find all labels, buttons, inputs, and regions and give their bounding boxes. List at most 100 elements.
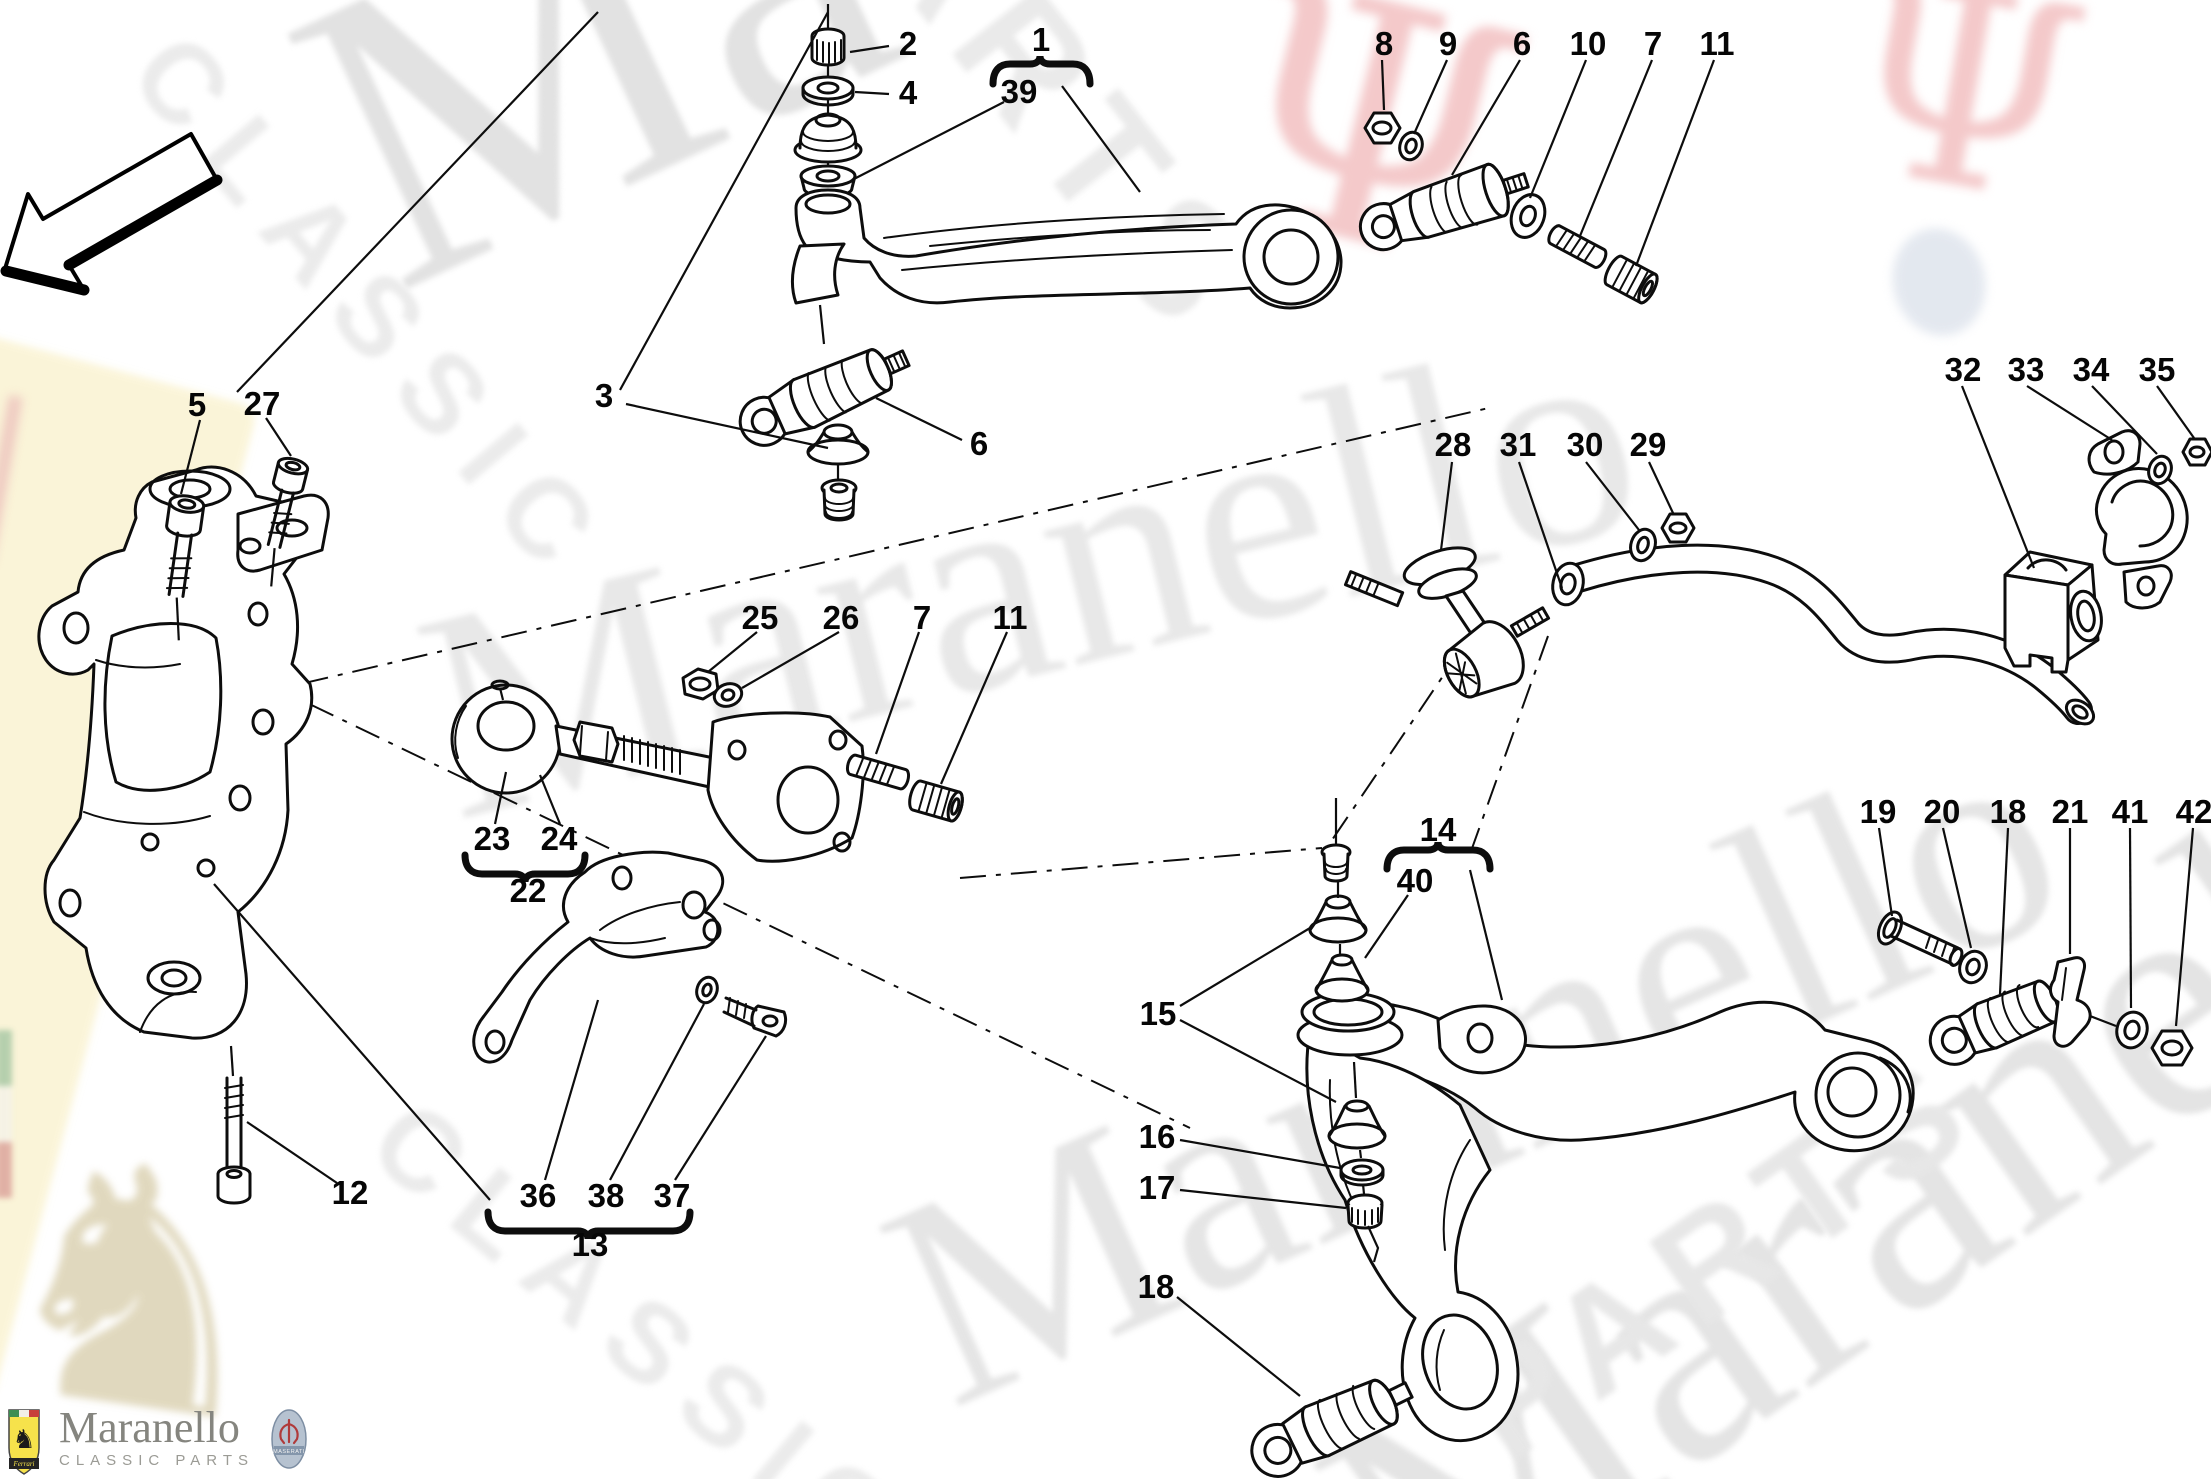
reference-lines <box>217 11 1549 1129</box>
arm-bushing-group-right <box>1358 111 1659 305</box>
bolt-19 <box>1876 910 1964 967</box>
callout-27[interactable]: 27 <box>243 385 281 422</box>
callout-13[interactable]: 13 <box>571 1226 609 1263</box>
callout-6[interactable]: 6 <box>969 425 989 462</box>
callout-35[interactable]: 35 <box>2138 351 2176 388</box>
brand-name: Maranello <box>59 1403 240 1452</box>
lower-arm-mount-stack <box>1308 798 1370 1003</box>
callout-38[interactable]: 38 <box>587 1177 625 1214</box>
callout-29[interactable]: 29 <box>1629 426 1667 463</box>
callout-33[interactable]: 33 <box>2007 351 2045 388</box>
callout-40[interactable]: 40 <box>1396 862 1434 899</box>
stabilizer-link-28 <box>1343 512 1696 699</box>
bar-clamp-bracket-33 <box>2087 429 2189 610</box>
cone-bushing-15b <box>1327 1099 1387 1150</box>
callout-8[interactable]: 8 <box>1374 25 1394 62</box>
link-bracket-13 <box>472 850 724 1064</box>
callout-25[interactable]: 25 <box>741 599 779 636</box>
washer-10 <box>1509 193 1547 239</box>
group-braces <box>461 55 1494 1240</box>
callout-18[interactable]: 18 <box>1137 1268 1175 1305</box>
callout-5[interactable]: 5 <box>187 386 207 423</box>
sleeve-11 <box>1603 254 1659 305</box>
callout-9[interactable]: 9 <box>1438 25 1458 62</box>
bolt-5 <box>165 494 206 641</box>
brand-tagline: CLASSIC PARTS <box>59 1452 254 1469</box>
nut-2 <box>810 27 846 67</box>
pivot-bushing-assembly <box>738 348 911 447</box>
bolt-27 <box>266 456 310 587</box>
nut-8 <box>1363 111 1402 145</box>
toe-link-22 <box>450 679 865 863</box>
washer-4 <box>801 75 855 107</box>
callout-1[interactable]: 1 <box>1031 21 1051 58</box>
bar-open-end <box>2064 698 2096 726</box>
nut-17 <box>1346 1183 1384 1263</box>
plug-upper <box>1320 843 1352 883</box>
stud-7 <box>1547 224 1608 269</box>
bar-mount-block-32 <box>2003 550 2103 674</box>
callout-22[interactable]: 22 <box>509 872 547 909</box>
callout-42[interactable]: 42 <box>2175 793 2211 830</box>
arm-pivot-fasteners <box>1876 910 2194 1067</box>
cone-bushing-15a <box>1308 880 1368 944</box>
callout-31[interactable]: 31 <box>1499 426 1537 463</box>
callout-17[interactable]: 17 <box>1138 1169 1176 1206</box>
callout-7[interactable]: 7 <box>912 599 932 636</box>
callout-23[interactable]: 23 <box>473 820 511 857</box>
leader-lines <box>179 11 2195 1397</box>
callout-14[interactable]: 14 <box>1419 811 1457 848</box>
callout-6[interactable]: 6 <box>1512 25 1532 62</box>
callout-32[interactable]: 32 <box>1944 351 1982 388</box>
bushing-upper <box>793 112 863 164</box>
callout-24[interactable]: 24 <box>540 820 578 857</box>
callout-34[interactable]: 34 <box>2072 351 2110 388</box>
clip-21 <box>2049 956 2092 1048</box>
callout-2[interactable]: 2 <box>898 25 918 62</box>
callout-18[interactable]: 18 <box>1989 793 2027 830</box>
callout-3[interactable]: 3 <box>594 377 614 414</box>
callout-19[interactable]: 19 <box>1859 793 1897 830</box>
bolt-12 <box>216 1045 252 1205</box>
direction-arrow-icon <box>0 132 223 296</box>
sleeve-11b <box>908 779 964 823</box>
callout-11[interactable]: 11 <box>992 599 1028 636</box>
washer-34 <box>2147 454 2173 486</box>
ferrari-shield-logo: ♞ Ferrari <box>8 1409 40 1475</box>
callout-11[interactable]: 11 <box>1699 25 1735 62</box>
callout-21[interactable]: 21 <box>2051 793 2089 830</box>
callout-41[interactable]: 41 <box>2111 793 2149 830</box>
washer-30 <box>1629 527 1657 563</box>
trident-icon <box>279 1418 299 1445</box>
callout-7[interactable]: 7 <box>1643 25 1663 62</box>
callout-4[interactable]: 4 <box>898 74 918 111</box>
callout-30[interactable]: 30 <box>1566 426 1604 463</box>
callout-36[interactable]: 36 <box>519 1177 557 1214</box>
bushing-40 <box>1314 944 1370 1003</box>
callout-39[interactable]: 39 <box>1000 73 1038 110</box>
bushing-18a <box>1250 1378 1414 1478</box>
washer-41 <box>2115 1010 2149 1050</box>
callout-10[interactable]: 10 <box>1569 25 1607 62</box>
maserati-label: MASERATI <box>273 1449 305 1455</box>
callout-37[interactable]: 37 <box>653 1177 691 1214</box>
washer-26 <box>712 682 744 708</box>
nut-29 <box>1660 512 1696 544</box>
bolt-37 <box>722 996 788 1038</box>
nut-42 <box>2150 1029 2194 1067</box>
nut-35 <box>2181 437 2211 467</box>
callout-15[interactable]: 15 <box>1139 995 1177 1032</box>
callout-26[interactable]: 26 <box>822 599 860 636</box>
lower-arm-lower-stack <box>1327 1061 1387 1263</box>
upper-arm <box>791 188 1343 345</box>
callout-16[interactable]: 16 <box>1138 1118 1176 1155</box>
brand-footer[interactable]: ♞ Ferrari Maranello CLASSIC PARTS MASERA… <box>7 1403 308 1476</box>
maserati-oval-logo: MASERATI <box>271 1409 307 1469</box>
callout-28[interactable]: 28 <box>1434 426 1472 463</box>
callout-20[interactable]: 20 <box>1923 793 1961 830</box>
threaded-plug <box>820 478 858 522</box>
callout-12[interactable]: 12 <box>331 1174 369 1211</box>
